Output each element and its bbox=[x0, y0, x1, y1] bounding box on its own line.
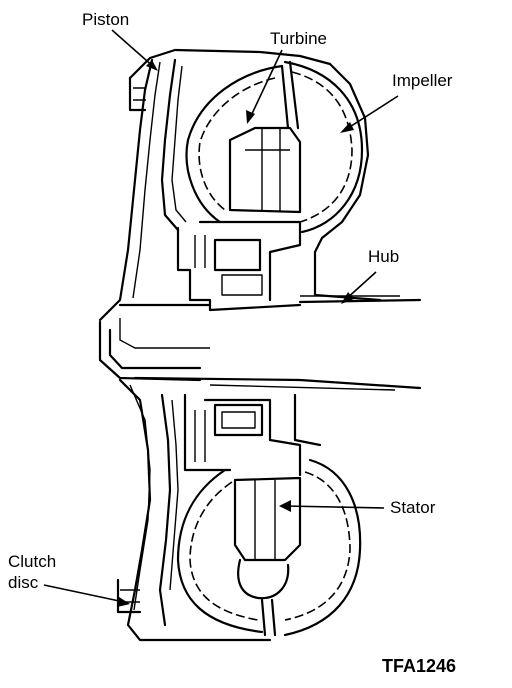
impeller-arrow bbox=[344, 95, 399, 131]
stator-arrow bbox=[284, 505, 385, 509]
turbine-label: Turbine bbox=[270, 29, 327, 48]
label-stator: Stator bbox=[279, 498, 436, 517]
label-piston: Piston bbox=[82, 10, 158, 71]
lower-half-cross-section bbox=[116, 376, 422, 642]
impeller-label: Impeller bbox=[392, 71, 453, 90]
turbine-arrow bbox=[249, 49, 283, 119]
label-turbine: Turbine bbox=[246, 29, 327, 124]
figure-code: TFA1246 bbox=[382, 656, 456, 676]
center-pilot bbox=[98, 318, 210, 382]
upper-half-cross-section bbox=[98, 48, 422, 322]
piston-arrow bbox=[111, 29, 156, 69]
piston-label: Piston bbox=[82, 10, 129, 29]
clutch-arrow bbox=[43, 584, 125, 603]
clutch-label-line2: disc bbox=[8, 573, 39, 592]
hub-label: Hub bbox=[368, 247, 399, 266]
clutch-label-line1: Clutch bbox=[8, 552, 56, 571]
stator-label: Stator bbox=[390, 498, 436, 517]
label-hub: Hub bbox=[341, 247, 399, 304]
label-clutch-disc: Clutch disc bbox=[8, 552, 130, 607]
label-impeller: Impeller bbox=[340, 71, 453, 133]
